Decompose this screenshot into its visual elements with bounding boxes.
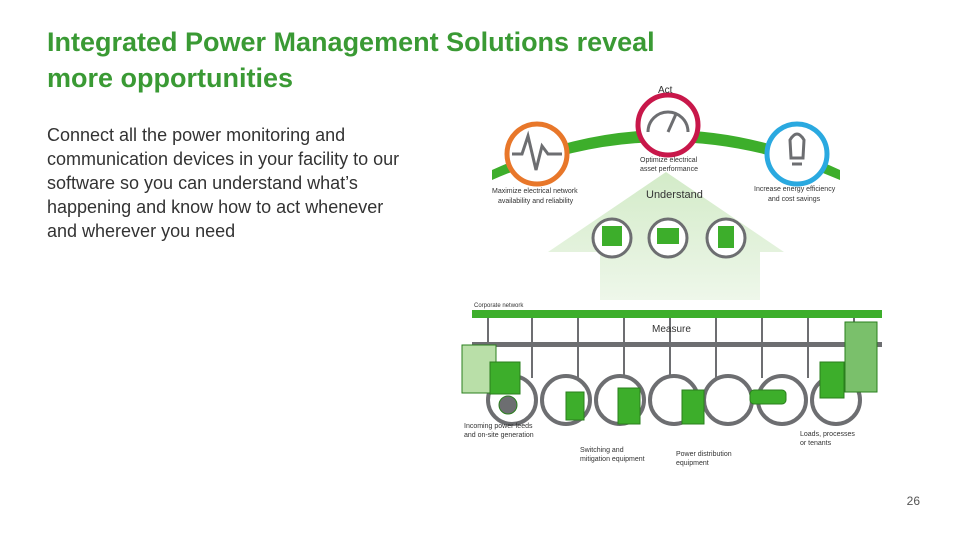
page-number: 26 — [906, 494, 920, 508]
measure-label: Measure — [652, 324, 691, 335]
corporate-network-bar — [472, 310, 882, 318]
act-circles — [504, 92, 830, 187]
act-item-2-line2: asset performance — [640, 166, 698, 173]
measure-item-1-line2: and on-site generation — [464, 432, 534, 439]
act-item-3-line2: and cost savings — [768, 196, 821, 203]
measure-item-4-line1: Loads, processes — [800, 431, 855, 438]
act-item-3-line1: Increase energy efficiency — [754, 186, 836, 193]
building-icon — [844, 321, 878, 393]
substation-icon — [489, 361, 521, 395]
body-line-4: happening and know how to act whenever — [47, 197, 384, 217]
measure-item-3-line1: Power distribution — [676, 451, 732, 458]
laptop-icon — [657, 228, 679, 244]
body-line-2: communication devices in your facility t… — [47, 149, 400, 169]
measure-item-1-line1: Incoming power feeds — [464, 423, 533, 430]
title-line-1: Integrated Power Management Solutions re… — [47, 27, 655, 57]
act-circle-pulse — [504, 121, 570, 187]
act-label: Act — [658, 85, 673, 96]
body-line-5: and wherever you need — [47, 221, 236, 241]
panel-icon — [681, 389, 705, 425]
car-icon — [749, 389, 787, 405]
ups-icon — [617, 387, 641, 425]
gauge-icon — [646, 110, 690, 133]
tablet-icon — [718, 226, 734, 248]
switchgear-icon — [565, 391, 585, 421]
measure-item-2-line1: Switching and — [580, 447, 624, 454]
act-item-1-line1: Maximize electrical network — [492, 188, 578, 195]
understand-devices — [591, 217, 747, 259]
act-circle-gauge — [635, 92, 701, 158]
understand-label: Understand — [646, 189, 703, 201]
server-icon — [819, 361, 845, 399]
meter-icon — [498, 395, 518, 415]
act-item-1-line2: availability and reliability — [498, 198, 574, 205]
device-glyphs — [461, 321, 878, 425]
measure-device-circles — [486, 374, 862, 426]
network-bus — [472, 342, 882, 347]
pulse-icon — [512, 130, 562, 171]
device-circle — [702, 374, 754, 426]
measure-item-4-line2: or tenants — [800, 440, 832, 447]
body-line-3: software so you can understand what’s — [47, 173, 358, 193]
act-circle-bulb — [764, 121, 830, 187]
measure-item-2-line2: mitigation equipment — [580, 456, 645, 463]
monitor-icon — [602, 226, 622, 246]
slide-title: Integrated Power Management Solutions re… — [47, 24, 807, 96]
body-line-1: Connect all the power monitoring and — [47, 125, 346, 145]
measure-item-3-line2: equipment — [676, 460, 709, 467]
title-line-2: more opportunities — [47, 63, 294, 93]
power-management-diagram: Act Understand Measure Corporate network… — [461, 85, 882, 467]
act-arc — [492, 130, 840, 180]
corporate-network-label: Corporate network — [474, 303, 524, 309]
lightbulb-icon — [788, 132, 806, 160]
slide-body-text: Connect all the power monitoring and com… — [47, 123, 467, 243]
act-item-2-line1: Optimize electrical — [640, 157, 698, 164]
